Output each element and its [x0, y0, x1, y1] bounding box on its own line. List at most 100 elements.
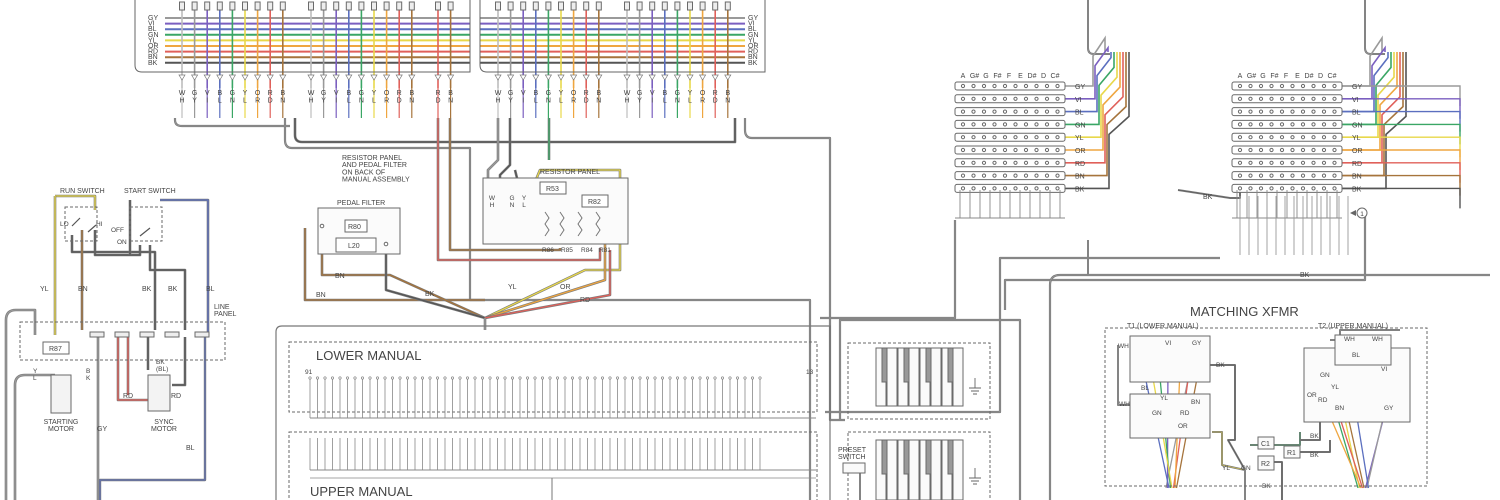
- drop-c-marker-1: [506, 74, 515, 81]
- drop-b-label-4-line0: G: [359, 90, 364, 97]
- bank-u-key-1: [886, 347, 898, 407]
- tb-left-pin-6-0: [960, 160, 966, 165]
- sync-motor-label-line0: SYNC: [154, 419, 173, 426]
- tb-right-pin-3-7: [1311, 122, 1316, 127]
- resistor-panel-title: RESISTOR PANEL: [540, 169, 600, 176]
- r87-label: R87: [49, 346, 62, 353]
- tb-right-note-1: G#: [1247, 73, 1256, 80]
- drop-a-connector-3: [216, 1, 223, 11]
- drop-b-connector-6: [383, 1, 390, 11]
- t1-gy: GY: [1192, 340, 1202, 347]
- drop-d-connector-8: [724, 1, 731, 11]
- drop-d-connector-2: [649, 1, 656, 11]
- lower-key-contact-40: [608, 376, 612, 380]
- drop-a-connector-4: [229, 1, 236, 11]
- tb-left-pin-4-4: [1002, 135, 1008, 140]
- left-outer-core: [5, 309, 36, 500]
- tb-right-rowlabel-6: RD: [1352, 161, 1362, 168]
- tb-left-row-7: [954, 171, 1066, 181]
- drop-mid-connector-0: [435, 1, 441, 11]
- trunk-upper: [293, 118, 737, 144]
- drop-b-connector-7: [396, 1, 403, 11]
- tb-right-pin-4-4: [1279, 135, 1285, 140]
- line-panel-frame: [19, 321, 226, 361]
- r2-label: R2: [1261, 461, 1270, 468]
- drop-a-marker-5: [241, 74, 249, 81]
- drop-c-connector-4: [545, 1, 552, 11]
- tb-left-pin-4-9: [1055, 135, 1060, 140]
- lower-key-contact-28: [518, 376, 522, 380]
- xfmr-out-2-core: [1274, 461, 1283, 500]
- tb-left-pin-7-4: [1002, 173, 1008, 178]
- c1-label: C1: [1261, 441, 1270, 448]
- drop-d-label-0-line1: H: [624, 98, 629, 105]
- tb-left-pin-1-9: [1055, 96, 1060, 101]
- lw-yl: YL: [40, 286, 49, 293]
- drop-d-marker-0: [623, 74, 631, 81]
- drop-c-connector-2: [520, 1, 527, 11]
- t1-primary: [1129, 335, 1211, 383]
- tb-right-pin-5-1: [1248, 147, 1253, 153]
- switch-levers: [71, 217, 151, 237]
- frames-layer: [19, 0, 1428, 500]
- tb-right-pin-7-0: [1237, 173, 1243, 178]
- drop-a-label-7-line1: D: [268, 98, 273, 105]
- pedal-rd-core: [484, 250, 611, 319]
- tb-right-rowlabel-5: OR: [1352, 148, 1363, 155]
- drop-c-label-2-line0: V: [521, 90, 526, 97]
- tb-right-pin-7-2: [1258, 173, 1264, 178]
- lower-key-contact-31: [540, 376, 544, 380]
- terminal-strip-2: [139, 331, 155, 338]
- drop-c-label-0-line1: H: [495, 98, 500, 105]
- lower-key-contact-3: [330, 376, 334, 380]
- run-switch-box: [64, 206, 98, 242]
- tb-right-pin-8-6: [1300, 186, 1306, 191]
- tb-left-pin-7-8: [1044, 173, 1050, 178]
- drop-c-connector-1: [507, 1, 514, 11]
- tb-left-wire-BL: [1065, 52, 1112, 113]
- terminal-strip-4: [194, 331, 210, 338]
- drop-d-label-4-line1: N: [675, 98, 680, 105]
- tb-left-rowlabel-0: GY: [1075, 84, 1085, 91]
- tb-left-pin-4-3: [992, 135, 997, 140]
- tb-left-pin-7-1: [971, 173, 976, 178]
- drop-b-label-2-line0: V: [334, 90, 339, 97]
- lower-key-contact-4: [338, 376, 342, 380]
- tb-left-pin-5-4: [1002, 147, 1008, 153]
- sw-bk: [70, 235, 157, 330]
- pedal-or-core: [484, 240, 606, 319]
- drop-a-connector-6: [254, 1, 261, 11]
- resistor-zigzag-0: [544, 211, 550, 237]
- drop-d-connector-7: [712, 1, 719, 11]
- bus-left-frame: [134, 0, 471, 73]
- t1-gn: GN: [1152, 410, 1162, 417]
- rp-wire-1-line1: N: [510, 202, 515, 209]
- tb-left-pin-8-5: [1013, 186, 1018, 191]
- tb-left-pin-0-2: [981, 83, 987, 89]
- drop-c-label-0-line0: W: [495, 90, 502, 97]
- tb-right-note-7: D: [1318, 73, 1323, 80]
- trunk-right-core: [744, 118, 845, 421]
- mid-rd-core: [437, 118, 601, 261]
- tb-right-pin-8-1: [1248, 186, 1253, 191]
- tb-right-pin-8-4: [1279, 186, 1285, 191]
- drop-a-label-0-line1: H: [179, 98, 184, 105]
- tb-left-note-5: E: [1018, 73, 1023, 80]
- tb-right-pin-5-8: [1321, 147, 1327, 153]
- tb-left-rowlabel-7: BN: [1075, 174, 1085, 181]
- t1-wh2: WH: [1119, 401, 1130, 408]
- wl-yl: YL: [508, 284, 517, 291]
- lower-key-contact-34: [563, 376, 567, 380]
- tb-right-pin-7-9: [1332, 173, 1337, 178]
- tb-right-pin-5-2: [1258, 147, 1264, 153]
- tb-right-row-4: [1231, 132, 1343, 142]
- tb-right-pin-3-1: [1248, 122, 1253, 127]
- tb-left-row-4: [954, 132, 1066, 142]
- harness-4-core: [1004, 212, 1366, 310]
- tb-right-pin-5-3: [1269, 147, 1274, 153]
- tb-right-pin-4-0: [1237, 135, 1243, 140]
- lower-key-contact-11: [390, 376, 394, 380]
- bank-u-key-7: [952, 347, 964, 407]
- drop-d-marker-1: [635, 74, 644, 81]
